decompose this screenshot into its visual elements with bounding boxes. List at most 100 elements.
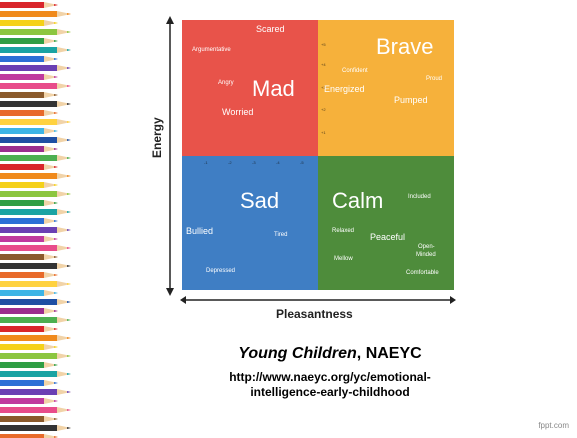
pencil-point <box>54 22 58 24</box>
publisher-name: , NAEYC <box>356 345 422 362</box>
pencil-point <box>54 346 58 348</box>
pencil-point <box>54 256 58 258</box>
word-proud: Proud <box>426 76 443 82</box>
word-worried: Worried <box>222 107 254 117</box>
pencil-body <box>0 245 57 251</box>
calm-title: Calm <box>332 188 384 213</box>
citation-url-line-1[interactable]: http://www.naeyc.org/yc/emotional- <box>229 370 431 384</box>
tick-y-plus3: +3 <box>321 85 326 90</box>
pencil-point <box>54 4 58 6</box>
pencil-body <box>0 128 44 134</box>
pencil-body <box>0 119 57 125</box>
pencil-tip <box>44 236 58 242</box>
pencil-body <box>0 200 44 206</box>
pencil-body <box>0 2 44 8</box>
pencil-tip <box>57 137 71 143</box>
pencil-tip <box>57 371 71 377</box>
pencil-tip <box>44 164 58 170</box>
pencil-body <box>0 218 44 224</box>
pencil-tip <box>57 227 71 233</box>
citation-url-line-2[interactable]: intelligence-early-childhood <box>250 385 410 399</box>
pencil-tip <box>57 425 71 431</box>
pencil-point <box>67 373 71 375</box>
pencil-point <box>67 193 71 195</box>
pencil-point <box>67 301 71 303</box>
tick-x-minus3: -3 <box>252 160 256 165</box>
calm-quadrant: Calm Included Relaxed Peaceful Open- Min… <box>318 156 454 290</box>
pencil-point <box>54 202 58 204</box>
word-included: Included <box>408 194 431 200</box>
tick-y-plus1: +1 <box>321 130 326 135</box>
pencil-tip <box>57 263 71 269</box>
tick-x-minus4: -4 <box>276 160 280 165</box>
pencil-point <box>67 175 71 177</box>
pencil-tip <box>57 389 71 395</box>
pencil-tip <box>44 2 58 8</box>
pencil-point <box>54 364 58 366</box>
pencil-body <box>0 110 44 116</box>
pencil-point <box>67 229 71 231</box>
pencil-point <box>54 220 58 222</box>
pencil-tip <box>44 128 58 134</box>
pencil-body <box>0 92 44 98</box>
pencil-tip <box>57 155 71 161</box>
pencil-body <box>0 326 44 332</box>
pencil-body <box>0 344 44 350</box>
pencil-tip <box>57 29 71 35</box>
pencil-point <box>54 418 58 420</box>
pencil-body <box>0 416 44 422</box>
pencil-body <box>0 65 57 71</box>
pencil-tip <box>44 416 58 422</box>
sad-title: Sad <box>240 188 280 213</box>
pencil-point <box>67 139 71 141</box>
word-peaceful: Peaceful <box>370 232 406 242</box>
word-confident: Confident <box>342 68 368 74</box>
pencil-point <box>67 391 71 393</box>
pencil-body <box>0 11 57 17</box>
pencil-body <box>0 299 57 305</box>
pencil-tip <box>57 407 71 413</box>
pencil-body <box>0 353 57 359</box>
word-scared: Scared <box>256 24 285 34</box>
pencil-tip <box>44 38 58 44</box>
pencil-body <box>0 425 57 431</box>
brave-quadrant: +5 +4 +3 +2 +1 Brave Confident Proud Ene… <box>318 20 454 156</box>
pencil-body <box>0 434 44 438</box>
tick-x-minus1: -1 <box>204 160 208 165</box>
pencil-tip <box>57 83 71 89</box>
pencil-point <box>67 427 71 429</box>
pencil-body <box>0 173 57 179</box>
pencil-tip <box>44 200 58 206</box>
pencil-point <box>67 121 71 123</box>
pencil-tip <box>57 11 71 17</box>
tick-y-plus2: +2 <box>321 107 326 112</box>
pencil-body <box>0 191 57 197</box>
citation-title: Young Children, NAEYC <box>150 345 510 363</box>
pencil-body <box>0 308 44 314</box>
word-depressed: Depressed <box>206 268 236 274</box>
pencil-point <box>67 67 71 69</box>
pencil-point <box>67 337 71 339</box>
pencil-point <box>67 211 71 213</box>
pencil-point <box>67 31 71 33</box>
pencil-tip <box>57 281 71 287</box>
pencil-point <box>67 157 71 159</box>
pencil-body <box>0 146 44 152</box>
pencil-body <box>0 155 57 161</box>
word-angry: Angry <box>218 80 234 86</box>
pencil-body <box>0 389 57 395</box>
pencil-tip <box>57 335 71 341</box>
brave-title: Brave <box>376 34 434 59</box>
pencil-body <box>0 74 44 80</box>
pencil-tip <box>44 398 58 404</box>
pencil-body <box>0 29 57 35</box>
pencil-point <box>67 247 71 249</box>
pencil-body <box>0 209 57 215</box>
pencil-body <box>0 137 57 143</box>
pencil-tip <box>57 353 71 359</box>
pencil-point <box>54 148 58 150</box>
pencil-body <box>0 38 44 44</box>
pencil-point <box>67 49 71 51</box>
pencil-body <box>0 83 57 89</box>
pencil-point <box>54 76 58 78</box>
